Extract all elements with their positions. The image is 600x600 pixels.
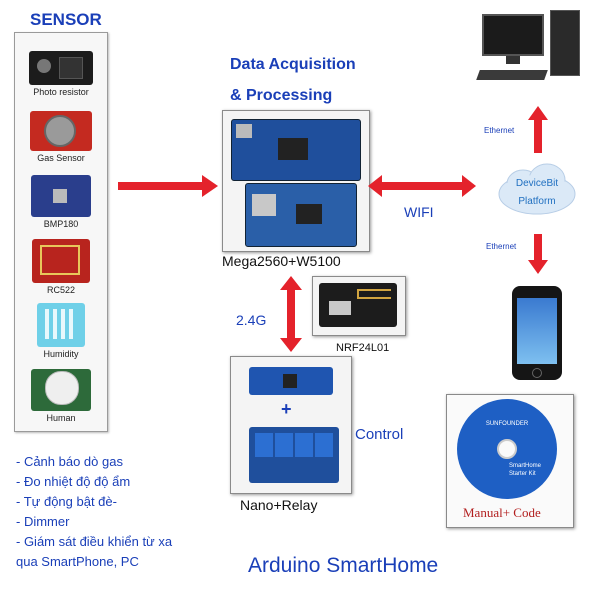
wifi-label: WIFI [404, 204, 434, 220]
sensor-title: SENSOR [30, 10, 102, 29]
feature-item: - Dimmer [16, 514, 70, 529]
arduino-nano-icon [249, 367, 333, 395]
sensor-label: Photo resistor [33, 87, 89, 97]
manual-code-label: Manual+ Code [463, 505, 541, 520]
nano-relay-label: Nano+Relay [240, 497, 318, 513]
photo-resistor-module-icon [29, 51, 93, 85]
nano-plus-sign: + [281, 399, 292, 419]
cloud-icon [498, 163, 576, 215]
feature-item: qua SmartPhone, PC [16, 554, 139, 569]
sensor-humidity: Humidity [15, 303, 107, 359]
radio-label: 2.4G [236, 312, 267, 328]
board-label: Mega2560+W5100 [222, 253, 341, 269]
sensor-label: Gas Sensor [37, 153, 85, 163]
desktop-pc-icon [476, 10, 582, 86]
sensor-panel: Photo resistor Gas Sensor BMP180 RC522 H… [14, 32, 108, 432]
feature-item: - Đo nhiệt độ độ ẩm [16, 474, 131, 489]
sensor-to-board-arrow [118, 175, 218, 197]
relay-module-icon [249, 427, 339, 483]
platform-label-line2: Platform [518, 196, 556, 207]
acquisition-title-line2: & Processing [230, 87, 333, 104]
sensor-label: BMP180 [43, 219, 79, 229]
cd-brand: SUNFOUNDER [485, 421, 529, 427]
ethernet-up-arrow [528, 106, 548, 153]
mega-w5100-box [222, 110, 370, 252]
wifi-link-arrow [368, 175, 476, 197]
acquisition-title-line1: Data Acquisition [230, 56, 356, 73]
feature-list: - Cảnh báo dò gas - Đo nhiệt độ độ ẩm - … [16, 452, 172, 572]
manual-cd-box: SUNFOUNDER SmartHome Starter Kit Manual+… [446, 394, 574, 528]
radio-link-arrow [280, 276, 302, 352]
sensor-gas: Gas Sensor [15, 111, 107, 163]
feature-item: - Cảnh báo dò gas [16, 454, 123, 469]
smartphone-icon [512, 286, 562, 380]
control-label: Control [355, 426, 404, 443]
feature-item: - Giám sát điều khiển từ xa [16, 534, 173, 549]
w5100-shield-icon [245, 183, 357, 247]
nrf24l01-label: NRF24L01 [336, 342, 390, 354]
sensor-label: Human [46, 413, 76, 423]
cd-line1: SmartHome [509, 463, 542, 469]
sensor-bmp180: BMP180 [15, 175, 107, 229]
ethernet-top-label: Ethernet [484, 126, 515, 135]
feature-item: - Tự động bật đè- [16, 494, 117, 509]
humidity-sensor-module-icon [37, 303, 85, 347]
cd-line2: Starter Kit [509, 471, 536, 477]
sensor-label: RC522 [46, 285, 75, 295]
mega2560-board-icon [231, 119, 361, 181]
rc522-rfid-module-icon [32, 239, 90, 283]
cd-disc-icon: SUNFOUNDER SmartHome Starter Kit [457, 399, 557, 499]
bmp180-module-icon [31, 175, 91, 217]
sensor-label: Humidity [43, 349, 79, 359]
sensor-photo-resistor: Photo resistor [15, 51, 107, 97]
platform-label-line1: DeviceBit [515, 178, 559, 189]
sensor-human: Human [15, 369, 107, 423]
nrf24l01-module-icon [319, 283, 397, 327]
nrf24l01-box [312, 276, 406, 336]
sensor-rc522: RC522 [15, 239, 107, 295]
ethernet-bottom-label: Ethernet [486, 242, 517, 251]
ethernet-down-arrow [528, 234, 548, 274]
gas-sensor-module-icon [30, 111, 92, 151]
pir-sensor-module-icon [31, 369, 91, 411]
footer-title: Arduino SmartHome [248, 554, 439, 577]
nano-relay-box: + [230, 356, 352, 494]
